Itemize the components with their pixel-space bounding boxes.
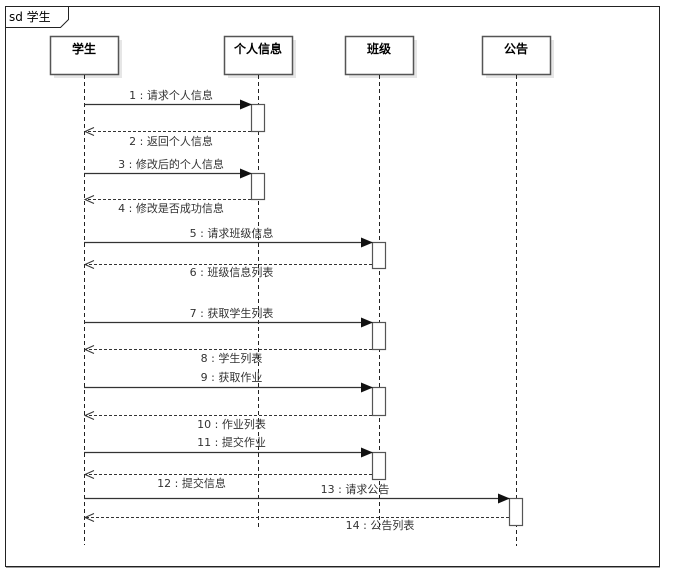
message-label: 7 : 获取学生列表 — [190, 306, 274, 320]
message-4: 4 : 修改是否成功信息 — [83, 195, 251, 215]
message-label: 11 : 提交作业 — [197, 435, 266, 449]
message-5: 5 : 请求班级信息 — [84, 226, 373, 248]
lifeline-student: 学生 — [49, 35, 122, 545]
lifeline-head-box[interactable] — [481, 35, 552, 76]
lifeline-head-label: 班级 — [367, 41, 391, 56]
lifelines: 学生 个人信息 班级 公告 — [49, 35, 554, 546]
message-label: 2 : 返回个人信息 — [129, 134, 213, 148]
lifeline-class: 班级 — [344, 35, 417, 527]
activation-bar-class — [371, 451, 387, 481]
lifeline-head-box[interactable] — [223, 35, 294, 76]
message-label: 8 : 学生列表 — [201, 351, 263, 365]
message-1: 1 : 请求个人信息 — [84, 88, 252, 110]
lifeline-head-label: 个人信息 — [233, 41, 282, 56]
message-2: 2 : 返回个人信息 — [83, 127, 251, 148]
open-arrowhead-icon — [83, 127, 95, 136]
message-label: 13 : 请求公告 — [321, 483, 390, 496]
message-11: 11 : 提交作业 — [84, 435, 373, 458]
open-arrowhead-icon — [83, 513, 95, 522]
message-label: 9 : 获取作业 — [201, 371, 263, 384]
activation-bar-class — [371, 321, 387, 351]
activation-bar-personal — [250, 103, 266, 133]
message-3: 3 : 修改后的个人信息 — [84, 157, 252, 179]
open-arrowhead-icon — [83, 411, 95, 420]
message-14: 14 : 公告列表 — [83, 513, 509, 532]
message-8: 8 : 学生列表 — [83, 345, 372, 365]
message-10: 10 : 作业列表 — [83, 411, 372, 431]
lifeline-head-label: 学生 — [72, 41, 96, 56]
lifeline-head-box[interactable] — [49, 35, 120, 76]
activation-bar-notice — [508, 497, 524, 527]
frame-label: sd 学生 — [9, 9, 51, 24]
message-label: 6 : 班级信息列表 — [190, 265, 274, 279]
message-label: 1 : 请求个人信息 — [129, 88, 213, 102]
open-arrowhead-icon — [83, 260, 95, 269]
message-12: 12 : 提交信息 — [83, 470, 372, 490]
message-7: 7 : 获取学生列表 — [84, 306, 373, 328]
open-arrowhead-icon — [83, 195, 95, 204]
message-9: 9 : 获取作业 — [84, 371, 373, 393]
lifeline-notice: 公告 — [481, 35, 554, 546]
frame: sd 学生 — [5, 6, 660, 568]
messages: 1 : 请求个人信息 2 : 返回个人信息 3 : 修改后的个人信息 4 : 修改是否… — [83, 88, 510, 532]
lifeline-personal: 个人信息 — [223, 35, 296, 527]
message-label: 3 : 修改后的个人信息 — [118, 157, 224, 171]
activation-bar-class — [371, 241, 387, 270]
activation-bar-class — [371, 386, 387, 417]
frame-border — [5, 6, 660, 567]
message-13: 13 : 请求公告 — [84, 483, 510, 504]
message-label: 5 : 请求班级信息 — [190, 226, 274, 240]
message-label: 4 : 修改是否成功信息 — [118, 201, 224, 215]
lifeline-head-label: 公告 — [504, 41, 528, 56]
message-label: 12 : 提交信息 — [157, 476, 226, 490]
message-6: 6 : 班级信息列表 — [83, 260, 372, 279]
open-arrowhead-icon — [83, 470, 95, 479]
activations — [250, 103, 524, 527]
open-arrowhead-icon — [83, 345, 95, 354]
activation-bar-personal — [250, 172, 266, 201]
frame-tab — [5, 6, 69, 28]
lifeline-head-box[interactable] — [344, 35, 415, 76]
message-label: 10 : 作业列表 — [197, 417, 266, 431]
message-label: 14 : 公告列表 — [346, 518, 415, 532]
